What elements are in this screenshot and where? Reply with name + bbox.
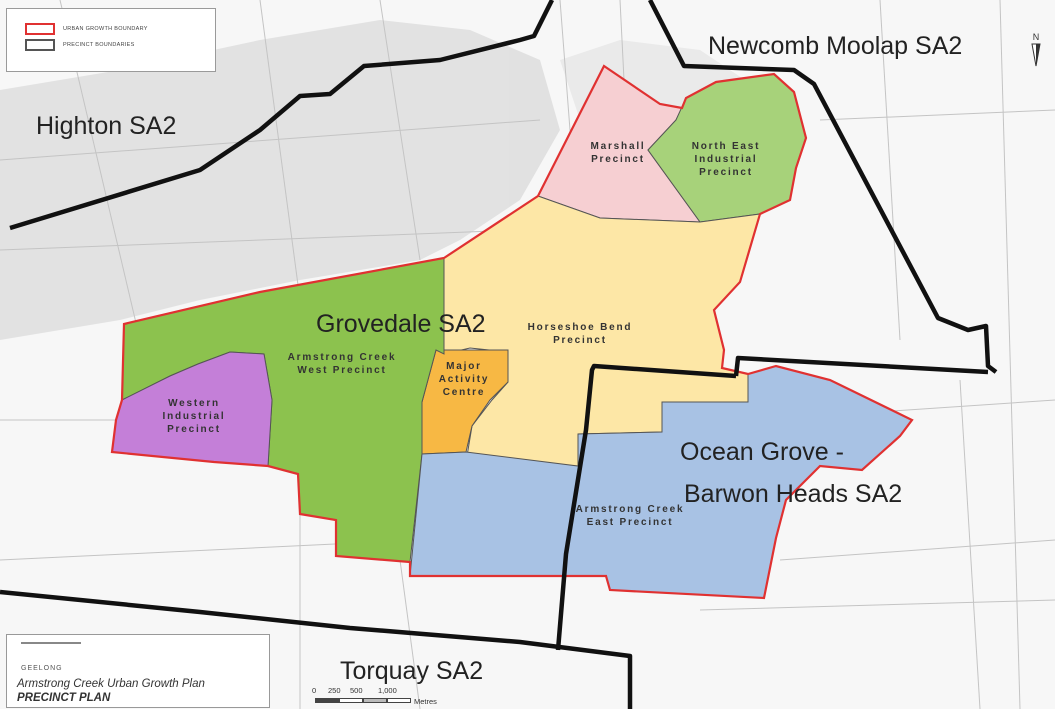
legend-label: URBAN GROWTH BOUNDARY — [63, 26, 148, 32]
label-mac-3: Centre — [443, 387, 485, 398]
north-label: N — [1033, 32, 1040, 42]
urban-growth-boundary — [110, 64, 914, 600]
label-west-2: West Precinct — [297, 365, 386, 376]
label-marshall-2: Precinct — [591, 154, 645, 165]
legend-item-urban-growth-boundary: URBAN GROWTH BOUNDARY — [25, 23, 148, 35]
north-arrow-icon: N — [1031, 32, 1041, 67]
legend-swatch-red-icon — [25, 23, 55, 35]
scale-segments — [315, 698, 411, 703]
label-horseshoe-2: Precinct — [553, 335, 607, 346]
sa2-label-ocean-grove-line1: Ocean Grove - — [680, 438, 844, 466]
logo-bar — [21, 642, 81, 644]
scale-tick-250: 250 — [328, 686, 341, 695]
label-east-1: Armstrong Creek — [576, 504, 685, 515]
label-horseshoe-1: Horseshoe Bend — [528, 322, 633, 333]
sa2-label-highton: Highton SA2 — [36, 112, 176, 140]
label-north-east-2: Industrial — [694, 154, 757, 165]
label-western-3: Precinct — [167, 424, 221, 435]
label-north-east-1: North East — [692, 141, 761, 152]
label-western-1: Western — [168, 398, 220, 409]
scale-tick-1000: 1,000 — [378, 686, 397, 695]
sa2-label-ocean-grove-line2: Barwon Heads SA2 — [684, 480, 902, 508]
sa2-label-newcomb-moolap: Newcomb Moolap SA2 — [708, 32, 962, 60]
label-west-1: Armstrong Creek — [288, 352, 397, 363]
sa2-label-torquay: Torquay SA2 — [340, 657, 483, 685]
label-mac-2: Activity — [439, 374, 490, 385]
legend: URBAN GROWTH BOUNDARY PRECINCT BOUNDARIE… — [6, 8, 216, 72]
sa2-boundaries — [0, 0, 998, 709]
scale-tick-0: 0 — [312, 686, 317, 695]
scale-bar: 0 250 500 1,000 Metres — [312, 686, 622, 708]
scale-unit: Metres — [414, 697, 437, 706]
legend-swatch-grey-icon — [25, 39, 55, 51]
label-marshall-1: Marshall — [591, 141, 646, 152]
label-western-2: Industrial — [162, 411, 225, 422]
plan-title: Armstrong Creek Urban Growth Plan — [17, 678, 205, 690]
label-north-east-3: Precinct — [699, 167, 753, 178]
legend-label: PRECINCT BOUNDARIES — [63, 42, 135, 48]
label-east-2: East Precinct — [587, 517, 674, 528]
legend-item-precinct-boundaries: PRECINCT BOUNDARIES — [25, 39, 135, 51]
title-block: GEELONG Armstrong Creek Urban Growth Pla… — [6, 634, 270, 708]
scale-tick-500: 500 — [350, 686, 363, 695]
plan-subtitle: PRECINCT PLAN — [17, 692, 111, 704]
sa2-label-grovedale: Grovedale SA2 — [316, 310, 486, 338]
label-mac-1: Major — [446, 361, 482, 372]
geelong-logo: GEELONG — [21, 665, 63, 672]
